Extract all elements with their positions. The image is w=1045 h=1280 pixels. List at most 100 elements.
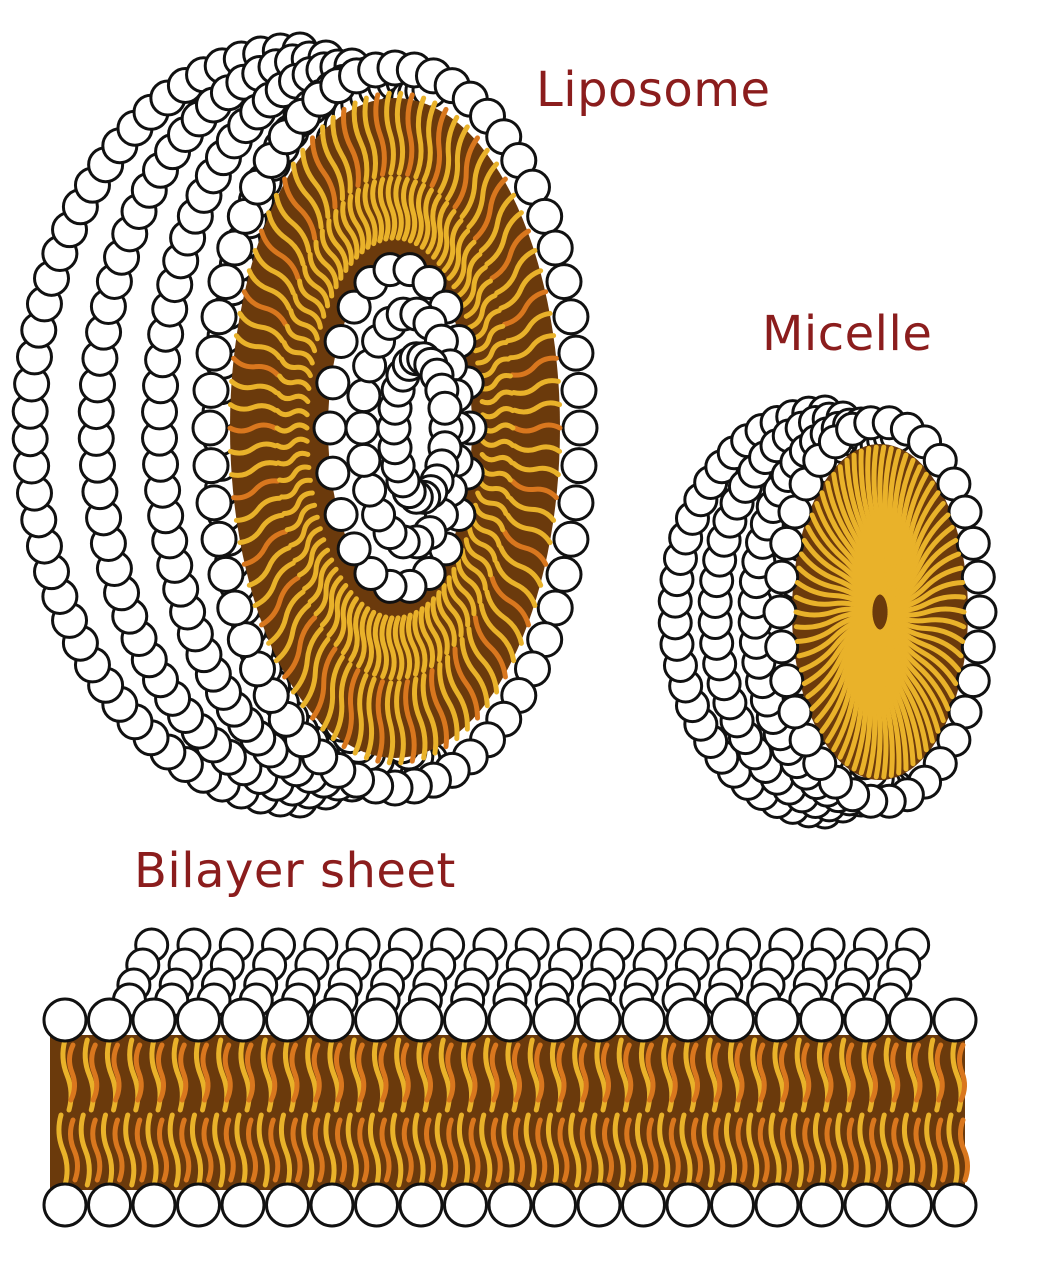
lipid-tail [478, 373, 513, 392]
lipid-tail [274, 408, 310, 418]
lipid-tail [467, 1042, 478, 1103]
lipid-tail [334, 1042, 344, 1103]
lipid-tail [463, 278, 493, 319]
lipid-tail [794, 613, 873, 644]
lipid-tail [347, 193, 366, 255]
lipid-tail [477, 477, 511, 500]
lipid-head [323, 323, 359, 359]
lipid-tail [623, 1042, 634, 1103]
lipid-tail [802, 1117, 815, 1183]
lipid-head [560, 371, 598, 409]
bilayer-sheet-illustration [42, 927, 978, 1228]
lipid-tail [252, 247, 296, 296]
lipid-tail [679, 1112, 693, 1188]
lipid-tail [690, 1042, 700, 1103]
lipid-tail [370, 179, 385, 244]
lipid-tail [100, 1112, 115, 1188]
lipid-head [398, 1182, 444, 1228]
lipid-tail [405, 92, 415, 177]
lipid-tail [348, 601, 365, 663]
lipid-tail [394, 90, 406, 176]
lipid-tail [289, 1042, 300, 1103]
lipid-head [560, 447, 598, 485]
lipid-tail [90, 1117, 103, 1183]
lipid-head [443, 1182, 488, 1228]
lipid-tail [883, 480, 935, 599]
lipid-tail [445, 654, 470, 732]
lipid-head [888, 997, 933, 1043]
lipid-tail [798, 551, 874, 608]
lipid-head [87, 1182, 132, 1228]
lipid-tail [793, 594, 873, 613]
lipid-tail [712, 1042, 723, 1103]
lipid-tail [756, 1042, 767, 1103]
lipid-tail [273, 192, 312, 254]
lipid-tail [887, 580, 966, 611]
lipid-tail [429, 106, 449, 188]
lipid-tail [459, 547, 488, 592]
lipid-tail [846, 1117, 859, 1183]
lipid-tail [279, 477, 313, 500]
lipid-tail [757, 1117, 770, 1183]
lipid-tail [241, 289, 288, 327]
lipid-tail [423, 1042, 433, 1103]
lipid-tail [885, 512, 951, 603]
lipid-head [769, 525, 805, 561]
lipid-head [195, 484, 233, 522]
lipid-tail [290, 161, 324, 230]
lipid-tail [455, 557, 483, 605]
lipid-tail [691, 1117, 703, 1183]
lipid-tail [229, 460, 279, 478]
lipid-tail [356, 606, 371, 669]
lipid-tail [886, 618, 959, 687]
lipid-tail [484, 589, 524, 646]
lipid-tail [307, 251, 335, 299]
lipid-tail [275, 450, 311, 467]
lipid-tail [505, 310, 553, 344]
lipid-tail [801, 537, 874, 606]
lipid-tail [512, 400, 563, 415]
lipid-tail [478, 602, 517, 664]
lipid-tail [796, 565, 873, 610]
lipid-tail [301, 1112, 315, 1188]
lipid-tail [601, 1042, 611, 1103]
lipid-head [131, 1182, 177, 1228]
lipid-tail [934, 1042, 945, 1103]
lipid-tail [229, 378, 279, 396]
lipid-tail [157, 1117, 169, 1183]
lipid-tail [424, 601, 443, 663]
lipid-head [443, 997, 488, 1043]
lipid-tail [425, 193, 442, 255]
lipid-tail [713, 1117, 726, 1183]
lipid-tail [498, 268, 544, 311]
lipid-head [799, 997, 844, 1043]
lipid-tail [480, 438, 516, 448]
lipid-tail [467, 526, 498, 563]
lipid-tail [446, 575, 471, 628]
lipid-head [754, 1182, 800, 1228]
lipid-tail [330, 114, 353, 195]
lipid-tail [886, 537, 959, 606]
lipid-tail [266, 589, 306, 646]
lipid-head [207, 263, 245, 301]
lipid-tail [436, 208, 457, 266]
lipid-head [962, 594, 998, 630]
lipid-tail [201, 1117, 214, 1183]
lipid-head [87, 997, 132, 1043]
lipid-tail [386, 615, 397, 681]
lipid-tail [835, 1112, 849, 1188]
lipid-tail [484, 210, 524, 267]
lipid-tail [268, 1117, 281, 1183]
lipid-tail [379, 614, 389, 680]
lipid-tail [801, 1042, 812, 1103]
lipid-head [888, 1182, 933, 1228]
lipid-head [621, 997, 666, 1043]
lipid-head [532, 1182, 577, 1228]
lipid-tail [434, 1112, 448, 1188]
lipid-tail [505, 512, 553, 546]
lipid-tail [237, 310, 285, 344]
lipid-tail [223, 1117, 236, 1183]
lipid-head [353, 556, 389, 592]
lipid-tail [901, 1112, 916, 1188]
